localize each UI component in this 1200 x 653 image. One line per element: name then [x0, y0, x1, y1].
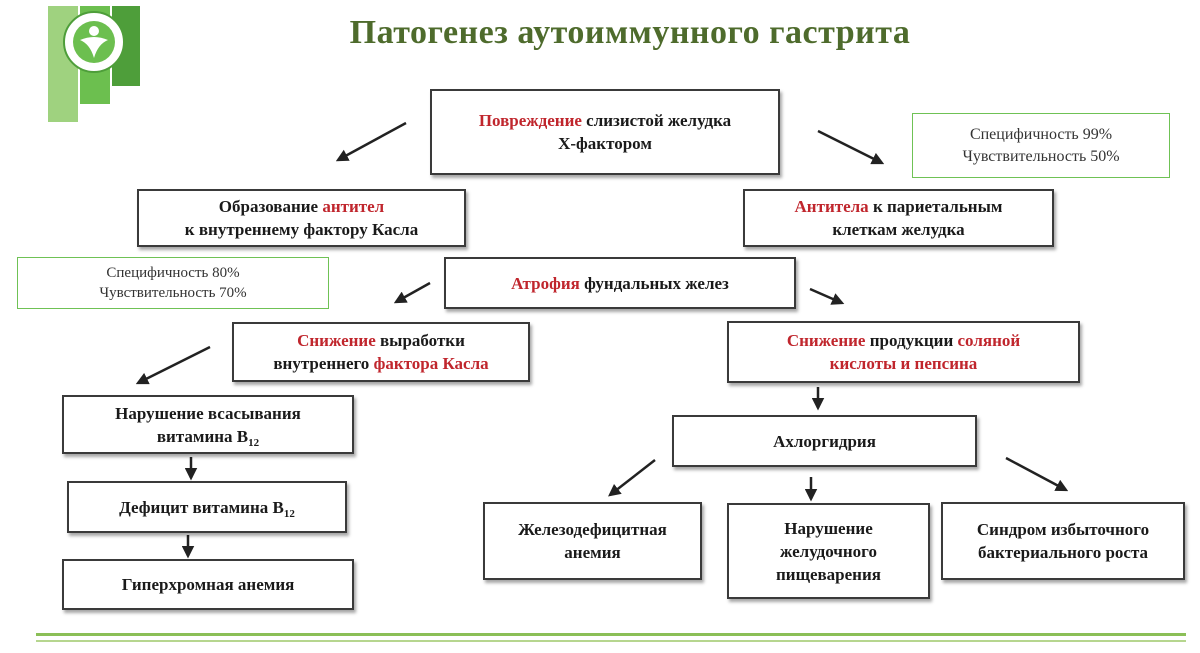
- antibody-formation-highlight: антител: [322, 197, 385, 216]
- digestion-line2: желудочного: [780, 541, 877, 561]
- iron-deficiency-line1: Железодефицитная: [518, 520, 667, 539]
- b12-deficit-line1: Дефицит витамина В: [119, 497, 284, 517]
- intrinsic-specificity: Специфичность 80%: [106, 265, 240, 281]
- damage-line2: Х-фактором: [558, 134, 652, 153]
- page-title: Патогенез аутоиммунного гастрита: [349, 14, 911, 51]
- bacterial-overgrowth-box: Синдром избыточного бактериального роста: [941, 502, 1185, 580]
- arrow-to-bacterial: [1005, 456, 1069, 492]
- if-decrease-line2: внутреннего: [273, 354, 374, 373]
- arrow-to-parietal-antibodies: [817, 129, 885, 165]
- arrow-to-iron-deficiency: [608, 459, 656, 497]
- antibody-formation-line2: к внутреннему фактору Касла: [184, 220, 419, 239]
- arrow-to-antibody-formation: [335, 121, 407, 162]
- intrinsic-sensitivity: Чувствительность 70%: [99, 285, 247, 301]
- b12-absorption-sub: 12: [248, 436, 260, 449]
- damage-text: слизистой желудка: [581, 111, 732, 130]
- achlorhydria-line1: Ахлоргидрия: [773, 431, 876, 451]
- parietal-stats-box: Специфичность 99% Чувствительность 50%: [912, 113, 1170, 178]
- bacterial-line2: бактериального роста: [977, 543, 1149, 562]
- if-decrease-highlight: Снижение: [297, 331, 376, 350]
- intrinsic-stats-box: Специфичность 80% Чувствительность 70%: [17, 257, 329, 309]
- achlorhydria-box: Ахлоргидрия: [672, 415, 977, 467]
- b12-deficit-box: Дефицит витамина В12: [67, 481, 347, 533]
- antibody-formation-text: Образование: [218, 197, 323, 216]
- footer-divider: [36, 633, 1186, 636]
- hyperchromic-anemia-box: Гиперхромная анемия: [62, 559, 354, 610]
- damage-highlight: Повреждение: [478, 111, 582, 130]
- antibody-formation-box: Образование антител к внутреннему фактор…: [137, 189, 466, 247]
- b12-deficit-sub: 12: [283, 507, 295, 520]
- if-decrease-line2-highlight: фактора Касла: [373, 354, 489, 373]
- acid-decrease-highlight2: соляной: [957, 331, 1021, 350]
- digestion-disorder-box: Нарушение желудочного пищеварения: [727, 503, 930, 599]
- b12-absorption-line2: витамина В: [156, 426, 249, 446]
- acid-decrease-highlight: Снижение: [786, 331, 866, 350]
- parietal-antibodies-box: Антитела к париетальным клеткам желудка: [743, 189, 1054, 247]
- organization-logo: [46, 4, 142, 122]
- atrophy-highlight: Атрофия: [511, 273, 580, 293]
- atrophy-text: фундальных желез: [579, 273, 729, 293]
- mucosa-damage-box: Повреждение слизистой желудка Х-фактором: [430, 89, 780, 175]
- parietal-sensitivity: Чувствительность 50%: [962, 147, 1120, 165]
- bacterial-line1: Синдром избыточного: [976, 520, 1150, 539]
- iron-deficiency-anemia-box: Железодефицитная анемия: [483, 502, 702, 580]
- intrinsic-factor-decrease-box: Снижение выработки внутреннего фактора К…: [232, 322, 530, 382]
- b12-absorption-box: Нарушение всасывания витамина В12: [62, 395, 354, 454]
- acid-decrease-text: продукции: [865, 331, 958, 350]
- if-decrease-text: выработки: [375, 331, 465, 350]
- parietal-antibodies-line2: клеткам желудка: [832, 220, 965, 239]
- parietal-specificity: Специфичность 99%: [969, 125, 1113, 143]
- hyperchromic-line1: Гиперхромная анемия: [121, 575, 295, 594]
- arrow-to-b12-absorption: [135, 345, 211, 385]
- digestion-line3: пищеварения: [776, 564, 881, 584]
- atrophy-box: Атрофия фундальных желез: [444, 257, 796, 309]
- footer-divider-light: [36, 640, 1186, 642]
- parietal-antibodies-text: к париетальным: [868, 197, 1003, 216]
- digestion-line1: Нарушение: [784, 518, 873, 538]
- iron-deficiency-line2: анемия: [564, 543, 621, 562]
- acid-decrease-box: Снижение продукции соляной кислоты и пеп…: [727, 321, 1080, 383]
- b12-absorption-line1: Нарушение всасывания: [115, 403, 301, 423]
- arrow-to-if-decrease: [393, 281, 431, 304]
- arrow-to-acid-decrease: [809, 287, 845, 305]
- parietal-antibodies-highlight: Антитела: [794, 197, 869, 216]
- acid-decrease-line2: кислоты и пепсина: [829, 354, 978, 373]
